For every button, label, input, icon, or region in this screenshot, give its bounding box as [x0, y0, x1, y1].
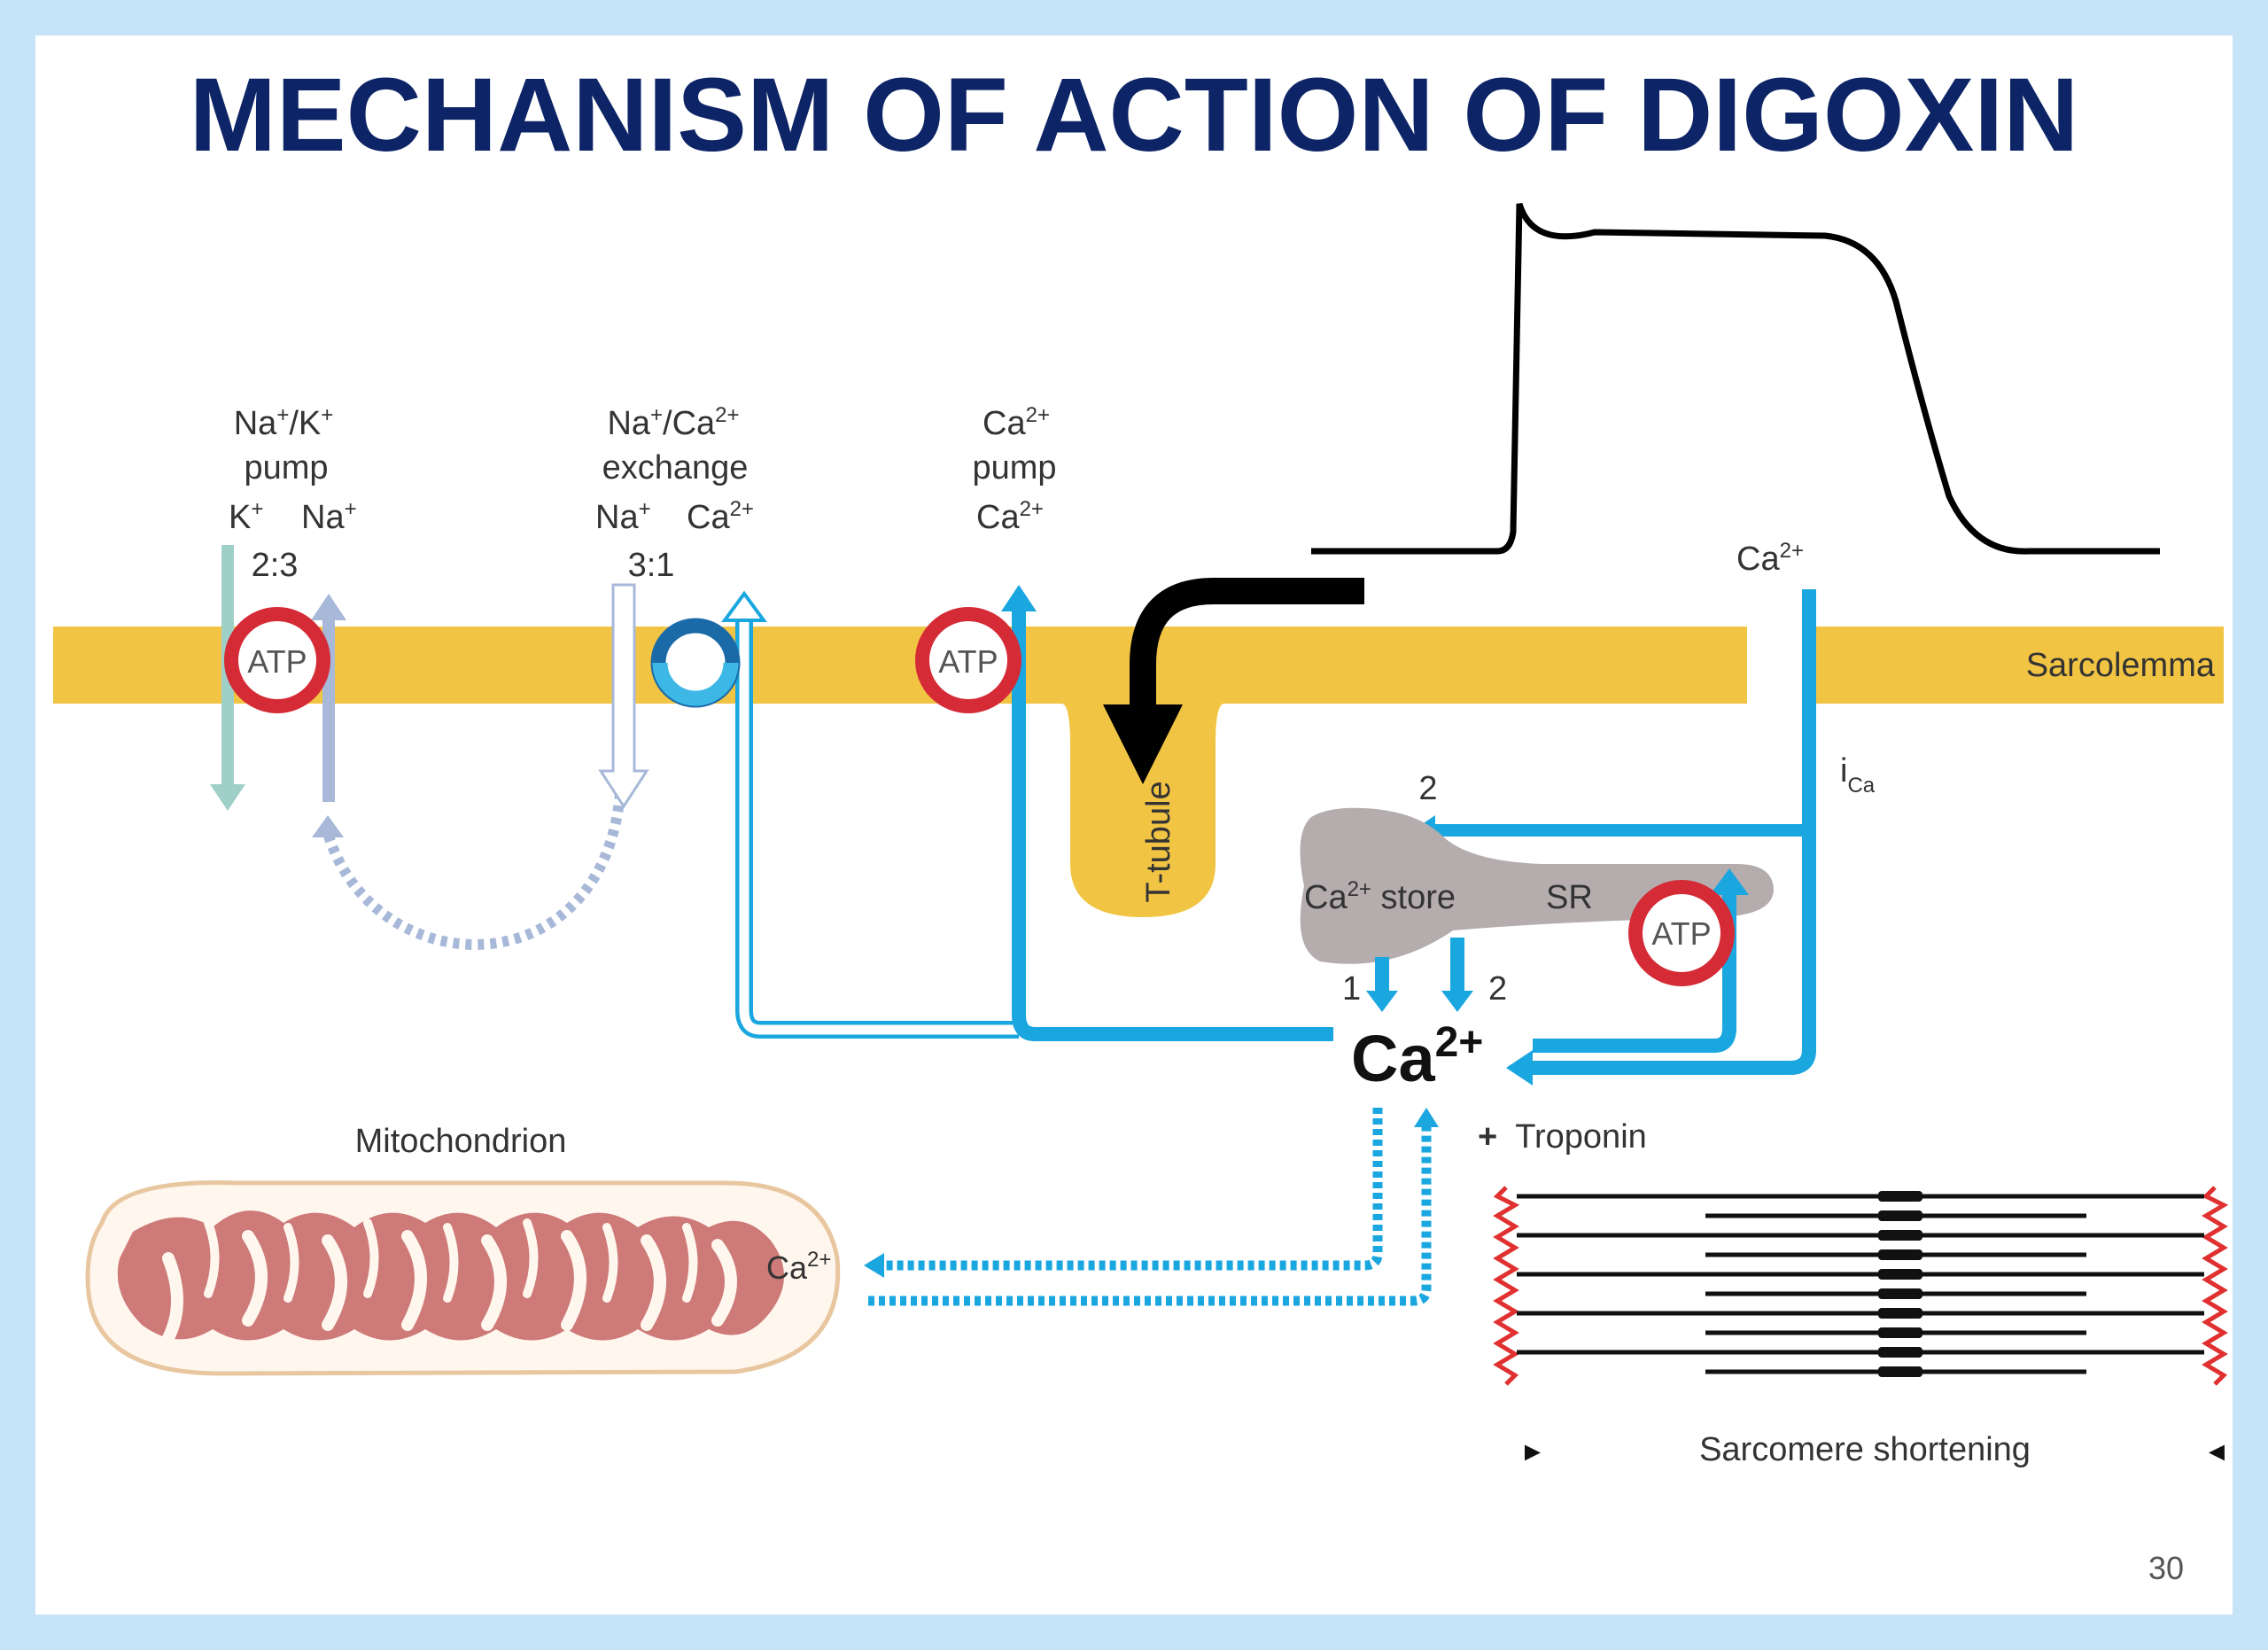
m-line-block — [1878, 1230, 1922, 1241]
na-in-hollow-arrow — [598, 583, 649, 809]
svg-text:Na+: Na+ — [595, 497, 651, 536]
z-disc-right — [2202, 1186, 2229, 1386]
na-recycle-dashed-arrow — [322, 792, 625, 950]
svg-text:Ca2+: Ca2+ — [976, 497, 1044, 536]
atp-ring-nak — [224, 607, 330, 713]
cytosolic-ca-label: Ca2+ — [1351, 1019, 1483, 1095]
ca-store-label: Ca2+ store — [1304, 877, 1456, 916]
sarcomere — [1493, 1186, 2229, 1386]
svg-text:2:3: 2:3 — [252, 547, 299, 584]
svg-text:Na+/Ca2+: Na+/Ca2+ — [607, 403, 739, 442]
atp-ring-ca-pump — [915, 607, 1021, 713]
troponin-label: +Troponin — [1478, 1118, 1647, 1156]
svg-text:Na+: Na+ — [301, 497, 357, 536]
m-line-block — [1878, 1269, 1922, 1280]
m-line-block — [1878, 1210, 1922, 1221]
ica-label: iCa — [1840, 752, 1876, 798]
t-tubule-label: T-tubule — [1140, 781, 1177, 902]
svg-text:Ca2+: Ca2+ — [687, 497, 754, 536]
na-k-pump: Na+/K+ pump K+ Na+ 2:3 ATP — [210, 403, 357, 811]
myofilaments — [1517, 1194, 2204, 1374]
mito-ca-label: Ca2+ — [766, 1248, 831, 1286]
svg-text:K+: K+ — [229, 497, 263, 536]
step-1-label: 1 — [1342, 970, 1361, 1008]
svg-text:exchange: exchange — [602, 449, 749, 486]
sarcoplasmic-reticulum — [1300, 807, 1774, 964]
m-line-block — [1878, 1288, 1922, 1299]
m-line-block — [1878, 1347, 1922, 1358]
svg-text:ATP: ATP — [938, 643, 998, 680]
ca-pump: Ca2+ pump Ca2+ ATP — [915, 403, 1333, 1041]
ca-pump-flow-line — [1012, 611, 1333, 1041]
m-line-block — [1878, 1191, 1922, 1202]
na-ca-exchanger: Na+/Ca2+ exchange Na+ Ca2+ 3:1 — [595, 403, 1019, 1039]
svg-text:3:1: 3:1 — [628, 547, 675, 584]
sarcomere-arrow-left: ► — [1519, 1437, 1546, 1467]
svg-text:pump: pump — [244, 449, 328, 486]
sarcolemma-label: Sarcolemma — [2026, 647, 2216, 684]
m-line-block — [1878, 1366, 1922, 1377]
atp-ring-serca — [1628, 880, 1735, 986]
mitochondrion — [85, 1180, 841, 1376]
svg-text:Ca2+: Ca2+ — [983, 403, 1050, 442]
mito-uptake-dashed-arrow — [882, 1108, 1383, 1271]
digoxin-mechanism-diagram: MECHANISM OF ACTION OF DIGOXIN Sarcolemm… — [53, 57, 2230, 1586]
step-2-top: 2 — [1418, 770, 1437, 807]
svg-text:Na+/K+: Na+/K+ — [234, 403, 334, 442]
svg-text:ATP: ATP — [1651, 915, 1711, 952]
action-potential-curve — [1311, 202, 2160, 555]
ca-entry-label: Ca2+ — [1736, 539, 1804, 578]
svg-text:pump: pump — [972, 449, 1056, 486]
sarcomere-shortening-label: Sarcomere shortening — [1699, 1431, 2031, 1468]
mitochondrion-label: Mitochondrion — [355, 1123, 567, 1160]
m-line — [1878, 1191, 1922, 1377]
slide-title: MECHANISM OF ACTION OF DIGOXIN — [190, 57, 2079, 174]
m-line-block — [1878, 1327, 1922, 1338]
sarcolemma-membrane — [53, 627, 2224, 917]
step-2-label: 2 — [1488, 970, 1507, 1008]
slide: MECHANISM OF ACTION OF DIGOXIN Sarcolemm… — [35, 35, 2233, 1615]
m-line-block — [1878, 1249, 1922, 1260]
mito-release-dashed-arrow — [868, 1127, 1432, 1306]
m-line-block — [1878, 1308, 1922, 1319]
depolarization-arrow — [1103, 578, 1364, 784]
svg-text:ATP: ATP — [247, 643, 307, 680]
sarcomere-arrow-right: ◄ — [2203, 1437, 2230, 1467]
z-disc-left — [1493, 1186, 1520, 1386]
serca-flow-line — [1533, 895, 1736, 1053]
sr-label: SR — [1546, 879, 1593, 916]
slide-number: 30 — [2148, 1550, 2184, 1586]
ca-entry-line — [1533, 589, 1816, 1075]
